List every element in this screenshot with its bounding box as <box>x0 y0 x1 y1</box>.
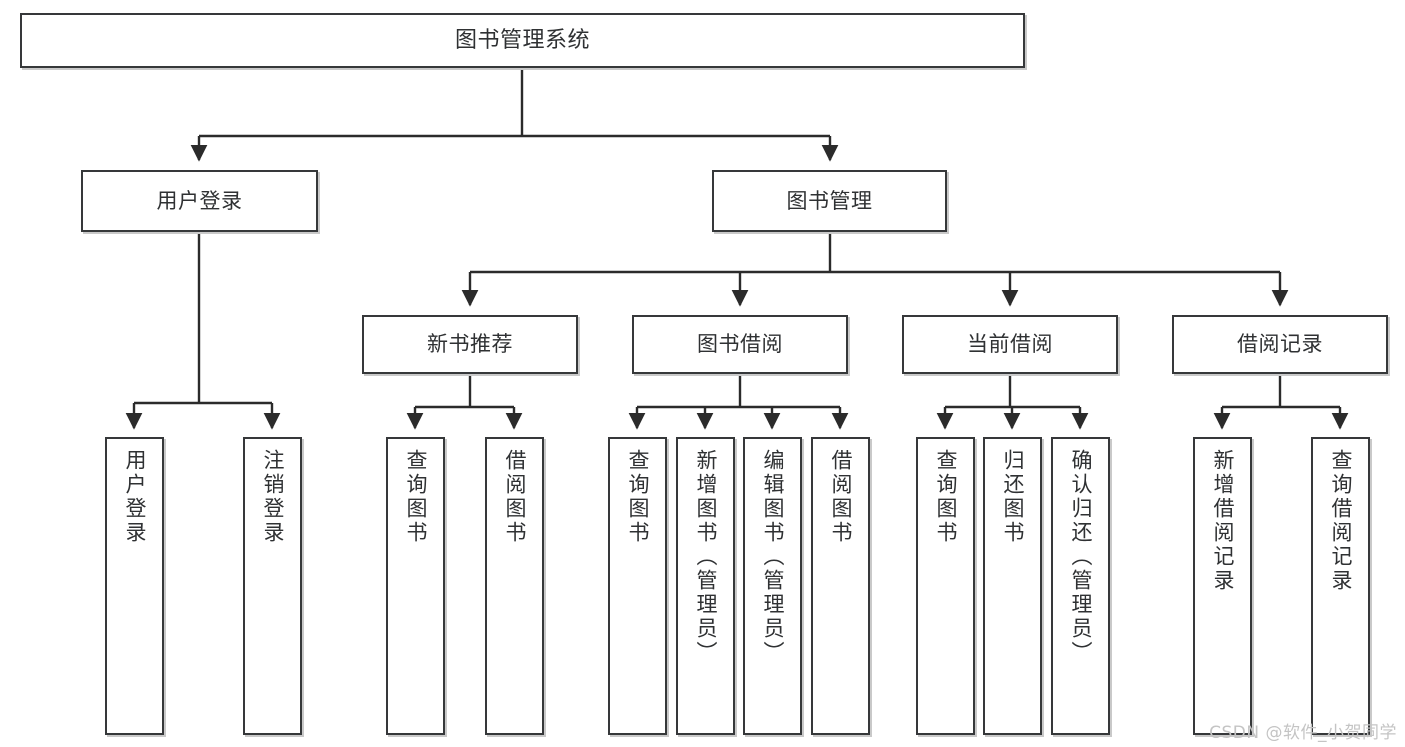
leaf-confirm-return-admin[interactable]: 确认归还（管理员） <box>1051 437 1110 735</box>
node-book-borrow[interactable]: 图书借阅 <box>632 315 848 374</box>
node-label: 归还图书 <box>1001 449 1025 545</box>
leaf-query-book-current[interactable]: 查询图书 <box>916 437 975 735</box>
node-label: 用户登录 <box>156 188 243 213</box>
node-label: 查询图书 <box>626 449 650 545</box>
leaf-user-login[interactable]: 用户登录 <box>105 437 164 735</box>
node-new-book-recommend[interactable]: 新书推荐 <box>362 315 578 374</box>
leaf-add-borrow-record[interactable]: 新增借阅记录 <box>1193 437 1252 735</box>
leaf-add-book-admin[interactable]: 新增图书（管理员） <box>676 437 735 735</box>
node-label: 查询图书 <box>934 449 958 545</box>
node-label: 新书推荐 <box>427 332 513 357</box>
node-label: 查询借阅记录 <box>1329 449 1353 593</box>
node-label: 图书管理系统 <box>454 27 590 53</box>
node-user-login[interactable]: 用户登录 <box>81 170 318 232</box>
node-label: 图书管理 <box>786 188 873 213</box>
node-label: 注销登录 <box>261 449 285 545</box>
node-label: 借阅图书 <box>829 449 853 545</box>
leaf-edit-book-admin[interactable]: 编辑图书（管理员） <box>743 437 802 735</box>
leaf-query-borrow-record[interactable]: 查询借阅记录 <box>1311 437 1370 735</box>
node-book-management[interactable]: 图书管理 <box>712 170 947 232</box>
node-borrow-record[interactable]: 借阅记录 <box>1172 315 1388 374</box>
node-label: 确认归还（管理员） <box>1069 449 1093 665</box>
node-label: 新增借阅记录 <box>1211 449 1235 593</box>
node-label: 借阅图书 <box>503 449 527 545</box>
node-label: 新增图书（管理员） <box>694 449 718 665</box>
watermark: CSDN @软件_小贺同学 <box>1209 723 1397 743</box>
node-label: 查询图书 <box>404 449 428 545</box>
leaf-borrow-book[interactable]: 借阅图书 <box>811 437 870 735</box>
leaf-query-book-borrow[interactable]: 查询图书 <box>608 437 667 735</box>
node-current-borrow[interactable]: 当前借阅 <box>902 315 1118 374</box>
node-label: 用户登录 <box>123 449 147 545</box>
leaf-logout[interactable]: 注销登录 <box>243 437 302 735</box>
node-label: 图书借阅 <box>697 332 783 357</box>
node-root-system[interactable]: 图书管理系统 <box>20 13 1025 68</box>
leaf-borrow-book-recommend[interactable]: 借阅图书 <box>485 437 544 735</box>
leaf-query-book-recommend[interactable]: 查询图书 <box>386 437 445 735</box>
node-label: 编辑图书（管理员） <box>761 449 785 665</box>
node-label: 借阅记录 <box>1237 332 1323 357</box>
leaf-return-book[interactable]: 归还图书 <box>983 437 1042 735</box>
node-label: 当前借阅 <box>967 332 1053 357</box>
